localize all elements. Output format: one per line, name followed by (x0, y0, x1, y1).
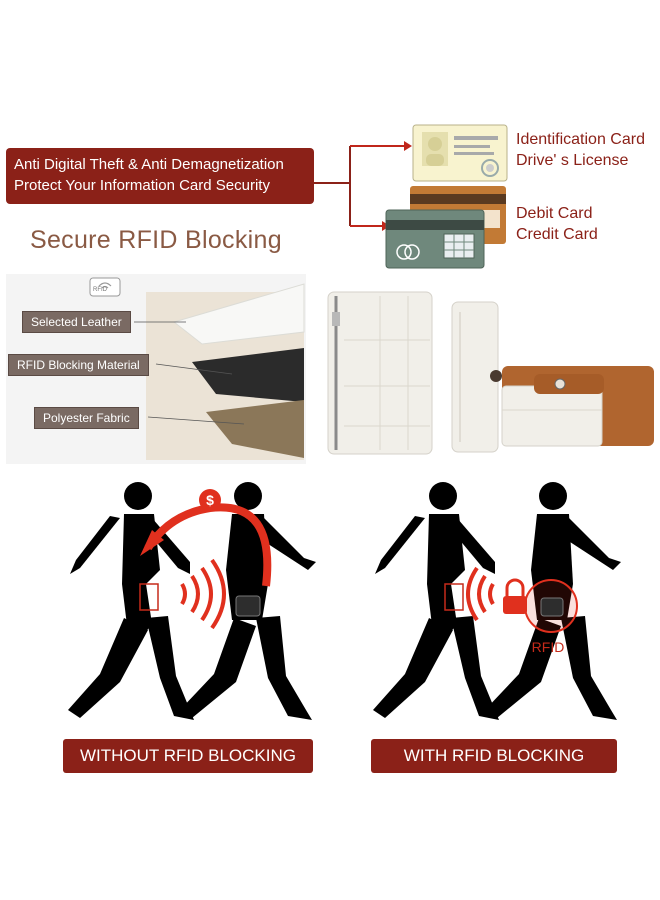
banner-line-2: Protect Your Information Card Security (14, 177, 270, 194)
id-card-icon (412, 124, 508, 182)
signal-waves-icon (180, 558, 226, 630)
feature-banner: Anti Digital Theft & Anti Demagnetizatio… (6, 148, 314, 204)
rfid-tag-text: RFID (93, 287, 107, 293)
polyester-label: Polyester Fabric (34, 407, 139, 429)
money-symbol: $ (206, 492, 214, 508)
bank-card-icon (385, 186, 506, 269)
bank-label-line-1: Debit Card (516, 205, 593, 222)
bank-card-label: Debit Card Credit Card (516, 203, 598, 245)
id-label-line-2: Drive' s License (516, 152, 629, 169)
rfid-mark: RFID (532, 639, 565, 655)
rfid-material-label: RFID Blocking Material (8, 354, 149, 376)
without-rfid-scene: $ (68, 482, 316, 720)
padlock-icon (503, 578, 527, 614)
banner-line-1: Anti Digital Theft & Anti Demagnetizatio… (14, 156, 284, 173)
with-rfid-scene: RFID (373, 482, 621, 720)
wallet-icon (235, 595, 261, 617)
wallet-product-images (327, 291, 654, 455)
with-rfid-label: WITH RFID BLOCKING (371, 739, 617, 773)
card-reader-icon (139, 583, 159, 611)
page-title: Secure RFID Blocking (30, 226, 282, 254)
bank-label-line-2: Credit Card (516, 226, 598, 243)
without-rfid-label: WITHOUT RFID BLOCKING (63, 739, 313, 773)
money-bag-icon (199, 489, 221, 511)
id-label-line-1: Identification Card (516, 131, 645, 148)
leather-label: Selected Leather (22, 311, 131, 333)
id-card-label: Identification Card Drive' s License (516, 129, 645, 171)
